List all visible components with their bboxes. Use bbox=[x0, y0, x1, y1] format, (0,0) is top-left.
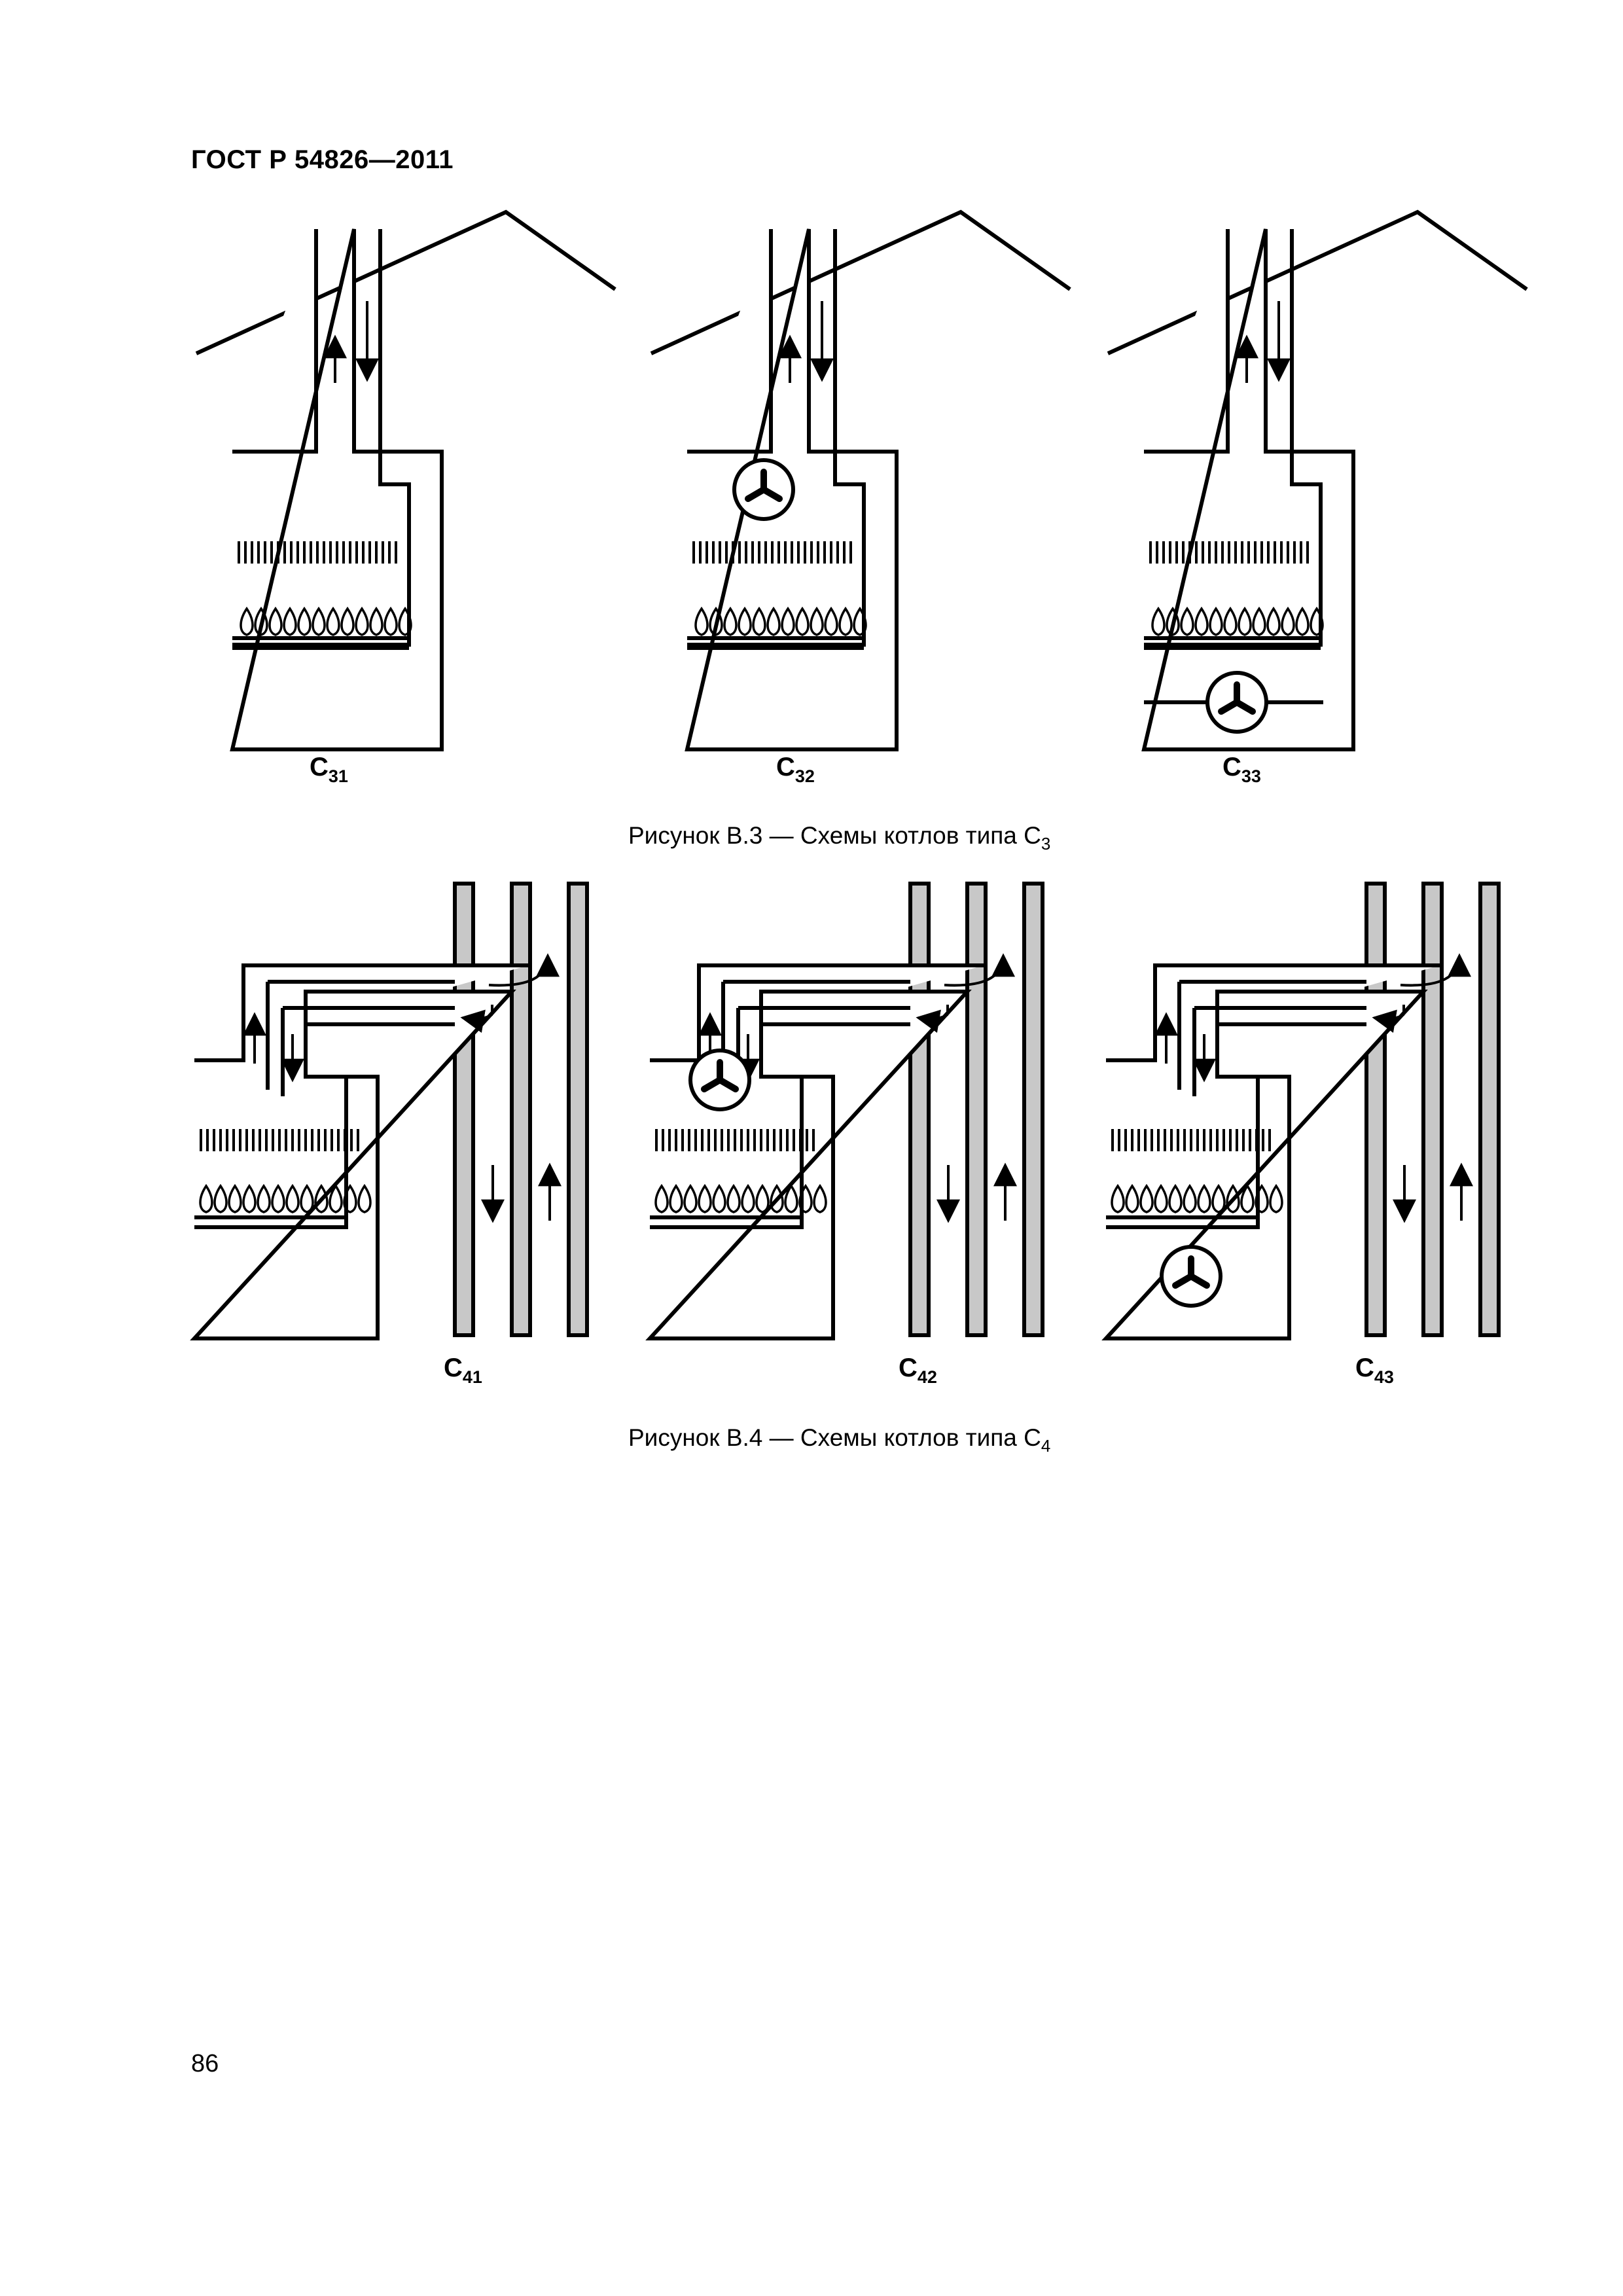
fan-icon bbox=[734, 460, 793, 519]
fan-icon bbox=[690, 1050, 749, 1109]
panel-label-c41: С41 bbox=[444, 1354, 482, 1387]
diagram-c32 bbox=[651, 212, 1070, 749]
diagram-c42 bbox=[650, 884, 1043, 1338]
fan-icon bbox=[1162, 1247, 1221, 1306]
diagram-c41 bbox=[194, 884, 587, 1338]
figure-caption-b3: Рисунок В.3 — Схемы котлов типа С3 bbox=[628, 822, 1051, 853]
fan-icon bbox=[1207, 673, 1266, 732]
page-number: 86 bbox=[191, 2050, 219, 2077]
panel-label-c32: С32 bbox=[776, 753, 815, 786]
panel-label-c42: С42 bbox=[899, 1354, 937, 1387]
figure-caption-b4: Рисунок В.4 — Схемы котлов типа С4 bbox=[628, 1424, 1051, 1456]
document-header: ГОСТ Р 54826—2011 bbox=[191, 145, 454, 174]
diagram-c43 bbox=[1106, 884, 1499, 1338]
diagram-c33 bbox=[1108, 212, 1527, 749]
panel-label-c31: С31 bbox=[310, 753, 348, 786]
panel-label-c43: С43 bbox=[1355, 1354, 1394, 1387]
diagram-c31 bbox=[196, 212, 615, 749]
panel-label-c33: С33 bbox=[1222, 753, 1261, 786]
